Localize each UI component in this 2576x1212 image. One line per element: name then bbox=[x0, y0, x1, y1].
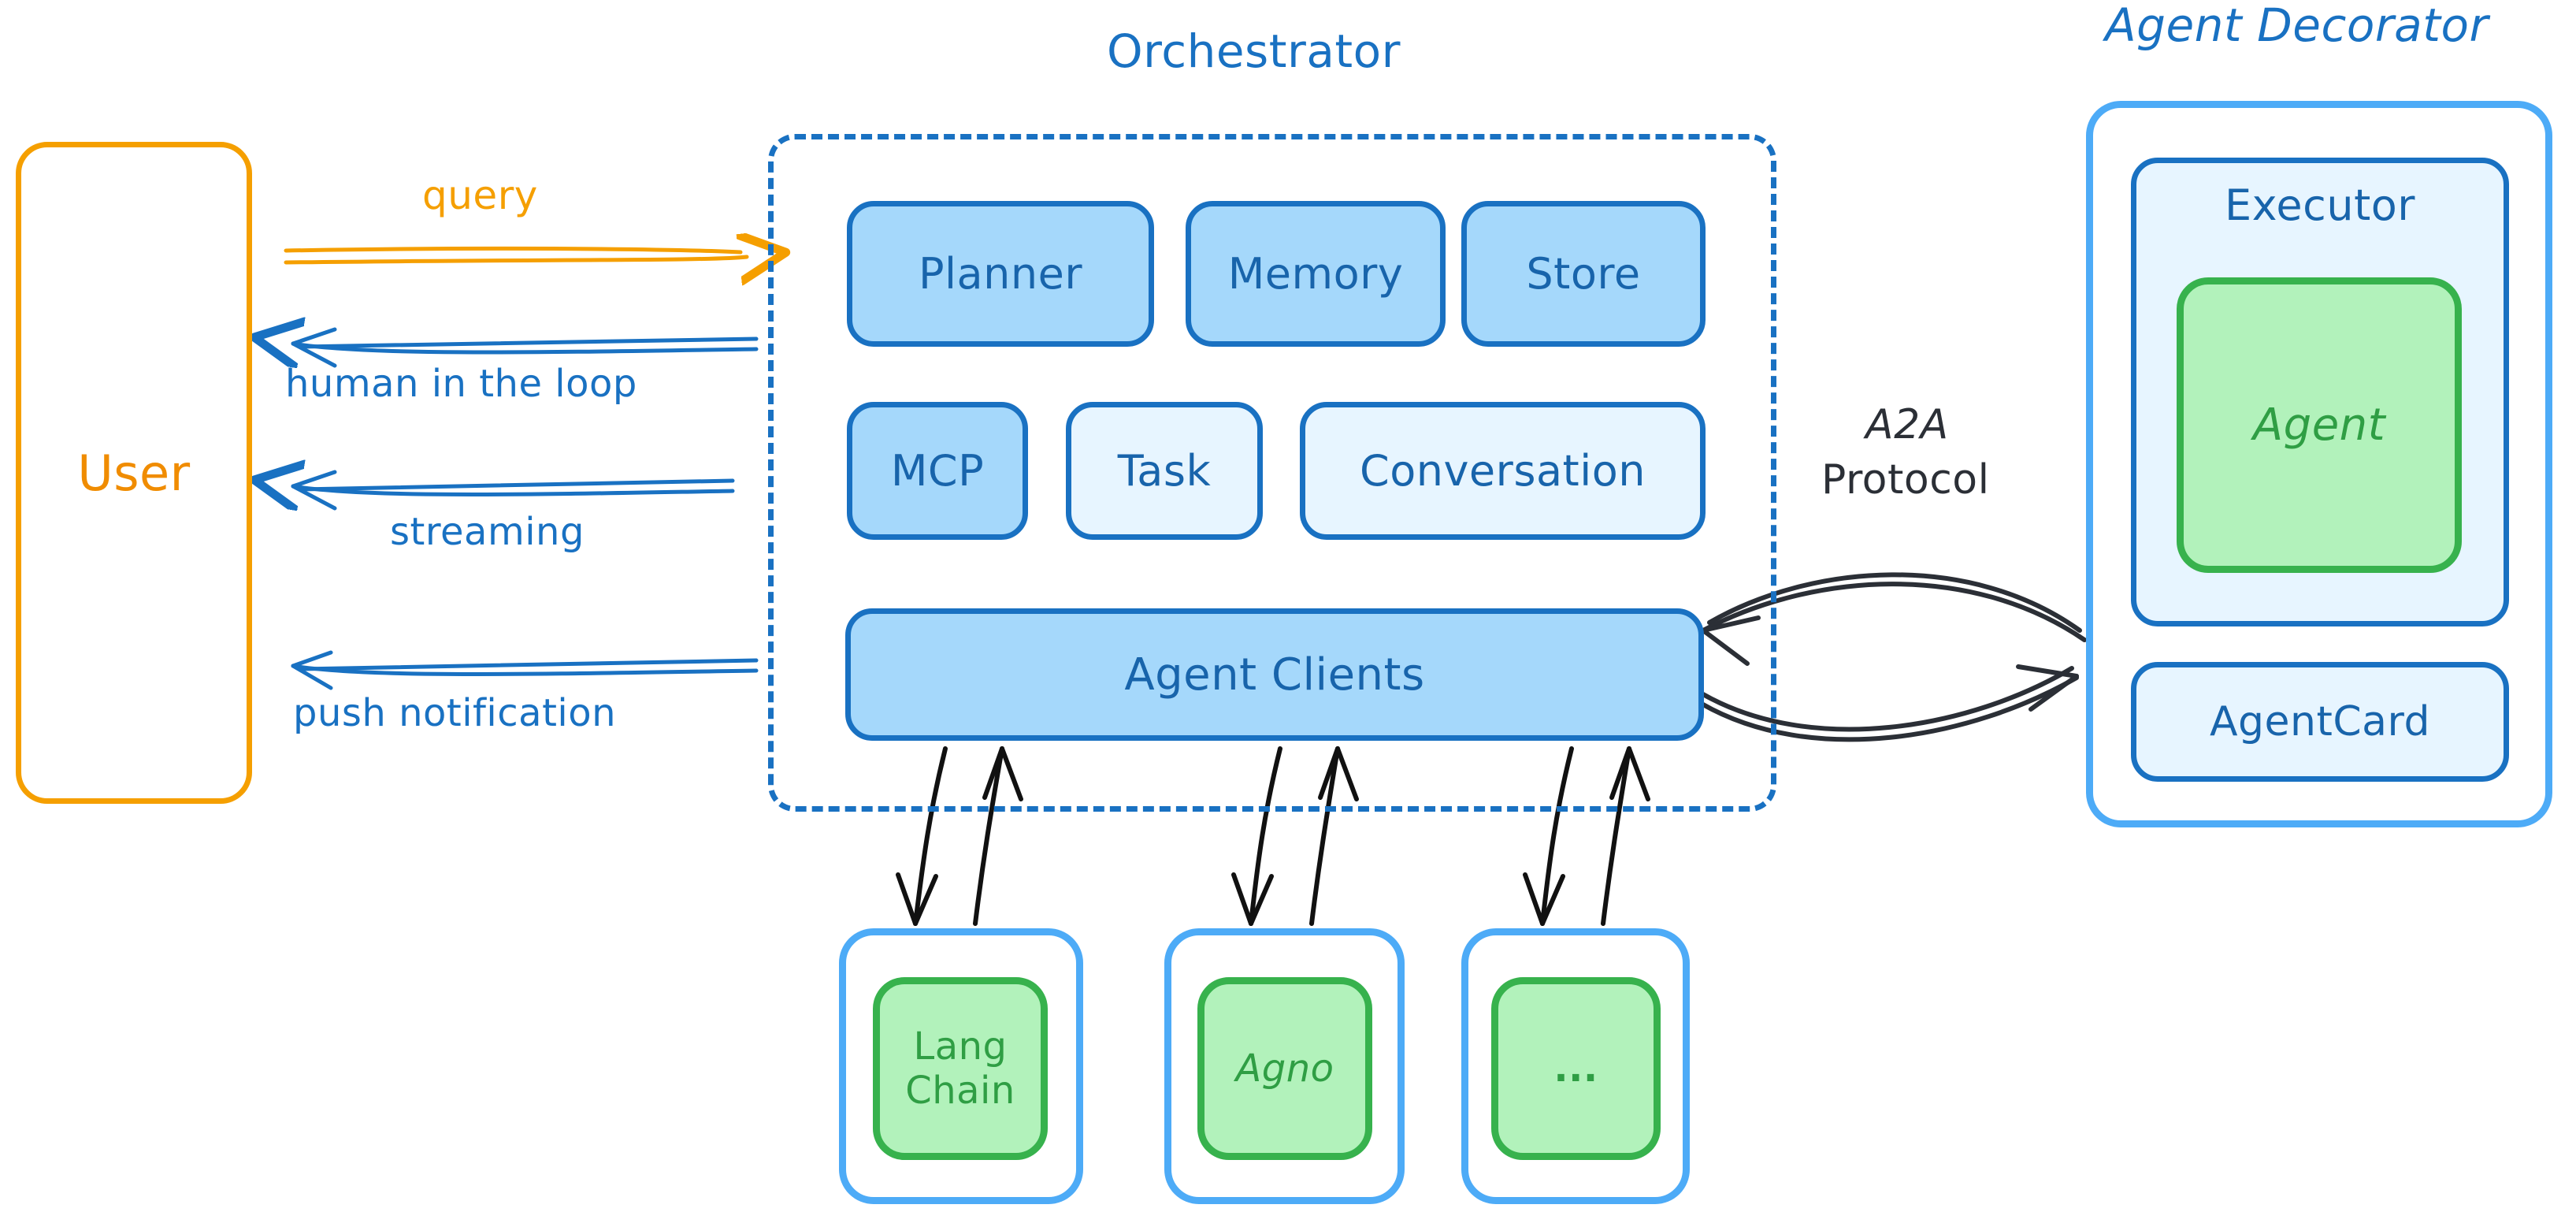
framework-langchain-label-line1: Lang bbox=[913, 1024, 1008, 1069]
agent-clients-node[interactable]: Agent Clients bbox=[845, 608, 1704, 741]
agent-label: Agent bbox=[2252, 400, 2386, 451]
edge-streaming bbox=[293, 481, 735, 495]
orchestrator-node-memory[interactable]: Memory bbox=[1186, 201, 1446, 347]
edge-label-push-notification: push notification bbox=[293, 691, 617, 735]
orchestrator-region bbox=[768, 134, 1776, 812]
orchestrator-node-mcp[interactable]: MCP bbox=[847, 402, 1028, 540]
orchestrator-node-store[interactable]: Store bbox=[1461, 201, 1706, 347]
orchestrator-node-planner[interactable]: Planner bbox=[847, 201, 1154, 347]
agent-clients-label: Agent Clients bbox=[1124, 649, 1425, 701]
user-node[interactable]: User bbox=[16, 142, 252, 804]
framework-langchain[interactable]: Lang Chain bbox=[873, 977, 1048, 1160]
task-label: Task bbox=[1117, 446, 1212, 496]
edge-query bbox=[284, 248, 747, 262]
user-label: User bbox=[77, 444, 191, 502]
edge-push-notification bbox=[291, 650, 759, 690]
framework-agno-label: Agno bbox=[1235, 1047, 1334, 1091]
arrowhead-human-in-the-loop bbox=[291, 327, 337, 368]
edge-human-in-the-loop bbox=[293, 339, 759, 352]
framework-agno[interactable]: Agno bbox=[1197, 977, 1372, 1160]
edge-label-a2a-protocol-line1: A2A bbox=[1865, 401, 1949, 448]
edge-label-human-in-the-loop: human in the loop bbox=[285, 362, 637, 406]
orchestrator-title: Orchestrator bbox=[1107, 24, 1401, 78]
edge-label-query: query bbox=[422, 173, 538, 218]
executor-label: Executor bbox=[2225, 180, 2415, 230]
framework-other[interactable]: ... bbox=[1491, 977, 1661, 1160]
planner-label: Planner bbox=[918, 249, 1083, 299]
framework-langchain-label-line2: Chain bbox=[905, 1069, 1015, 1113]
agent-decorator-title: Agent Decorator bbox=[2105, 0, 2489, 52]
agent-card-label: AgentCard bbox=[2209, 698, 2431, 745]
edge-label-streaming: streaming bbox=[390, 510, 585, 554]
agent-card-node[interactable]: AgentCard bbox=[2131, 662, 2509, 782]
conversation-label: Conversation bbox=[1359, 446, 1646, 496]
memory-label: Memory bbox=[1227, 249, 1404, 299]
edge-label-a2a-protocol-line2: Protocol bbox=[1821, 456, 1990, 504]
store-label: Store bbox=[1526, 249, 1641, 299]
orchestrator-node-conversation[interactable]: Conversation bbox=[1300, 402, 1706, 540]
mcp-label: MCP bbox=[890, 446, 985, 496]
orchestrator-node-task[interactable]: Task bbox=[1066, 402, 1263, 540]
framework-other-label: ... bbox=[1553, 1047, 1598, 1091]
arrowhead-streaming bbox=[291, 470, 337, 511]
agent-node[interactable]: Agent bbox=[2177, 277, 2462, 573]
